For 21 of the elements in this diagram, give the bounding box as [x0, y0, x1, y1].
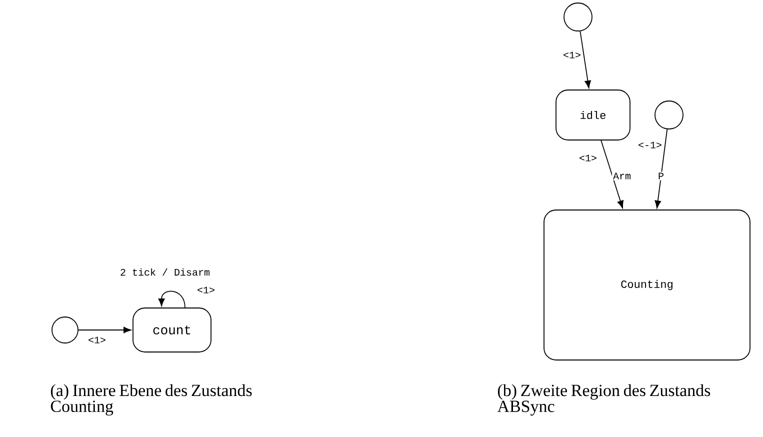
arrow: [580, 30, 591, 88]
arrow: [600, 140, 624, 208]
priority-label: <1>: [580, 154, 596, 162]
priority-label: <1>: [198, 286, 214, 294]
edge-label: 2 tick / Disarm: [120, 268, 210, 276]
initial-state-circle: [52, 316, 78, 344]
arrow: [158, 290, 186, 308]
arrow: [654, 128, 668, 208]
caption: (a) Innere Ebene des Zustands Counting: [50, 384, 252, 416]
initial-state-circle: [564, 2, 592, 32]
edge-label: Arm: [613, 172, 630, 180]
state-box: count: [132, 308, 212, 352]
caption: (b) Zweite Region des Zustands ABSync: [497, 384, 710, 416]
priority-label: <-1>: [638, 142, 662, 148]
edge-label: <1>: [88, 336, 106, 344]
state-box: Counting: [544, 210, 750, 360]
state-box: idle: [556, 90, 630, 140]
edge-label: P: [658, 172, 664, 180]
arrow: [78, 326, 132, 334]
initial-state-circle: [654, 100, 684, 130]
edge-label: <1>: [564, 52, 580, 58]
